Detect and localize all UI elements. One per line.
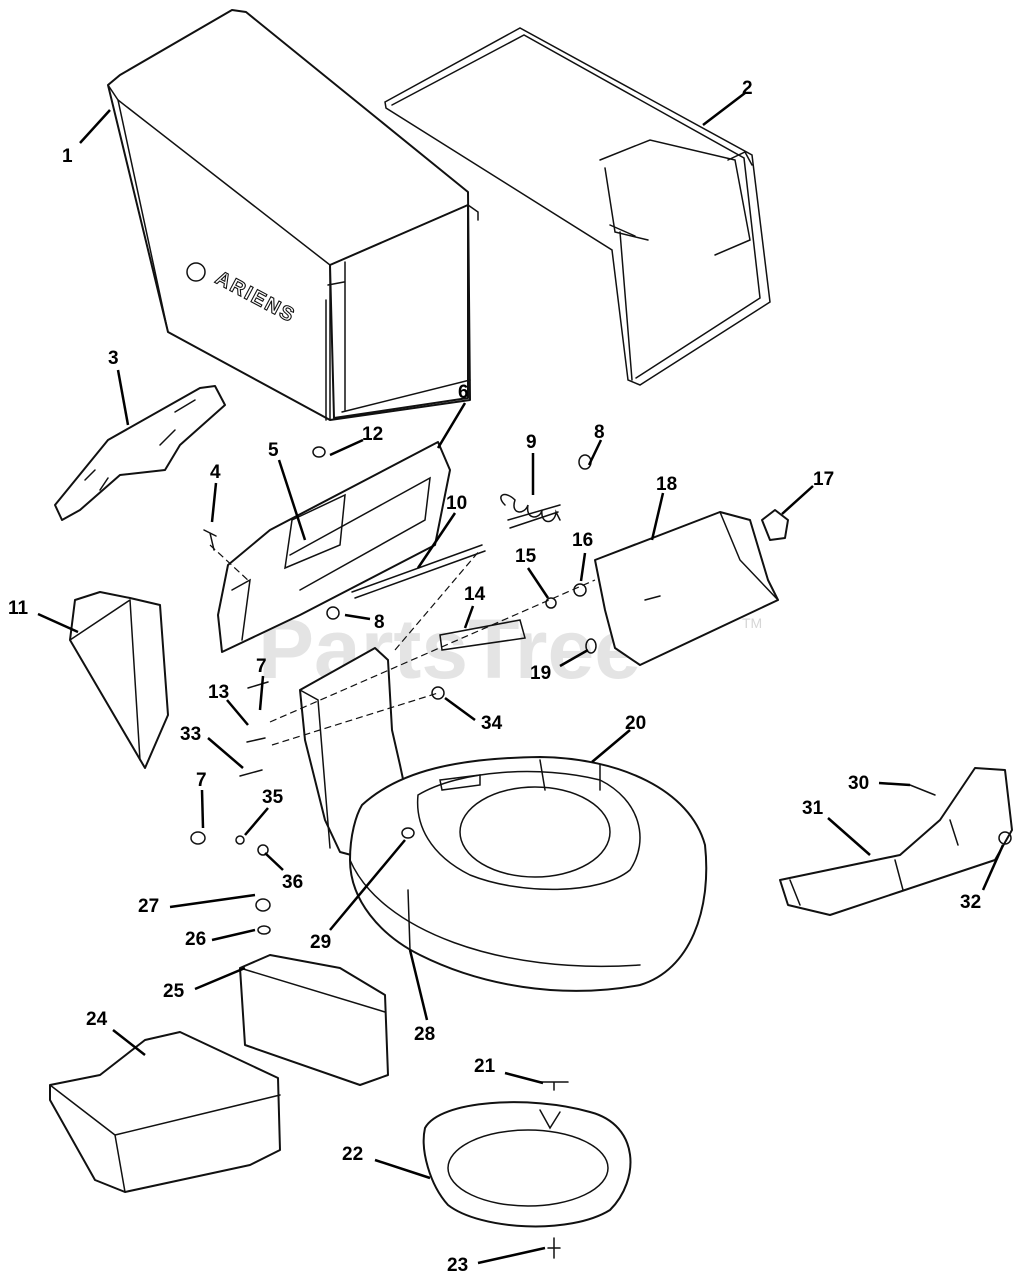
callout-33: 33 (180, 724, 201, 745)
part-bag-frame (384, 27, 771, 386)
callout-18: 18 (656, 474, 677, 495)
callout-1: 1 (62, 146, 73, 167)
callout-19: 19 (530, 663, 551, 684)
callout-5: 5 (268, 440, 279, 461)
part-hinge-bracket (54, 385, 226, 521)
alignment-lines (209, 544, 596, 746)
callout-9: 9 (526, 432, 537, 453)
part-mounting-plate (217, 441, 451, 653)
part-knob (761, 509, 789, 541)
part-hardware (190, 446, 1012, 1259)
callout-4: 4 (210, 462, 221, 483)
callout-15: 15 (515, 546, 537, 567)
callout-35: 35 (262, 787, 284, 808)
callout-20: 20 (625, 713, 646, 734)
callout-13: 13 (208, 682, 229, 703)
callout-28: 28 (414, 1024, 435, 1045)
part-rod (351, 544, 486, 599)
callout-3: 3 (108, 348, 119, 369)
callout-16: 16 (572, 530, 593, 551)
callout-32: 32 (960, 892, 981, 913)
leader-lines (37, 92, 1005, 1265)
callout-21: 21 (474, 1056, 496, 1077)
part-trim-panel (779, 767, 1013, 916)
part-deflector-panel (69, 591, 169, 769)
callout-26: 26 (185, 929, 206, 950)
part-mower-deck (349, 756, 708, 992)
callout-labels: 1 2 3 4 5 6 7 7 8 8 9 10 11 12 13 14 15 … (8, 78, 981, 1276)
callout-12: 12 (362, 424, 383, 445)
callout-27: 27 (138, 896, 159, 917)
callout-7-second: 7 (196, 770, 207, 791)
callout-22: 22 (342, 1144, 363, 1165)
callout-2: 2 (742, 78, 753, 99)
callout-23: 23 (447, 1255, 468, 1276)
callout-36: 36 (282, 872, 303, 893)
part-grass-bag: ARIENS (107, 9, 479, 421)
watermark-tm: TM (742, 615, 762, 631)
callout-11: 11 (8, 598, 29, 619)
part-skirt (49, 1031, 281, 1193)
part-spring (500, 493, 561, 529)
part-blade-cup (422, 1101, 632, 1228)
callout-17: 17 (813, 469, 834, 490)
callout-31: 31 (802, 798, 824, 819)
callout-34: 34 (481, 713, 503, 734)
callout-25: 25 (163, 981, 185, 1002)
callout-29: 29 (310, 932, 331, 953)
callout-8-second: 8 (374, 612, 385, 633)
part-cover (594, 511, 779, 666)
callout-6: 6 (458, 382, 469, 403)
callout-8: 8 (594, 422, 605, 443)
callout-24: 24 (86, 1009, 108, 1030)
callout-30: 30 (848, 773, 869, 794)
callout-14: 14 (464, 584, 486, 605)
part-front-guard (239, 954, 389, 1086)
callout-7: 7 (256, 656, 267, 677)
callout-10: 10 (446, 493, 467, 514)
